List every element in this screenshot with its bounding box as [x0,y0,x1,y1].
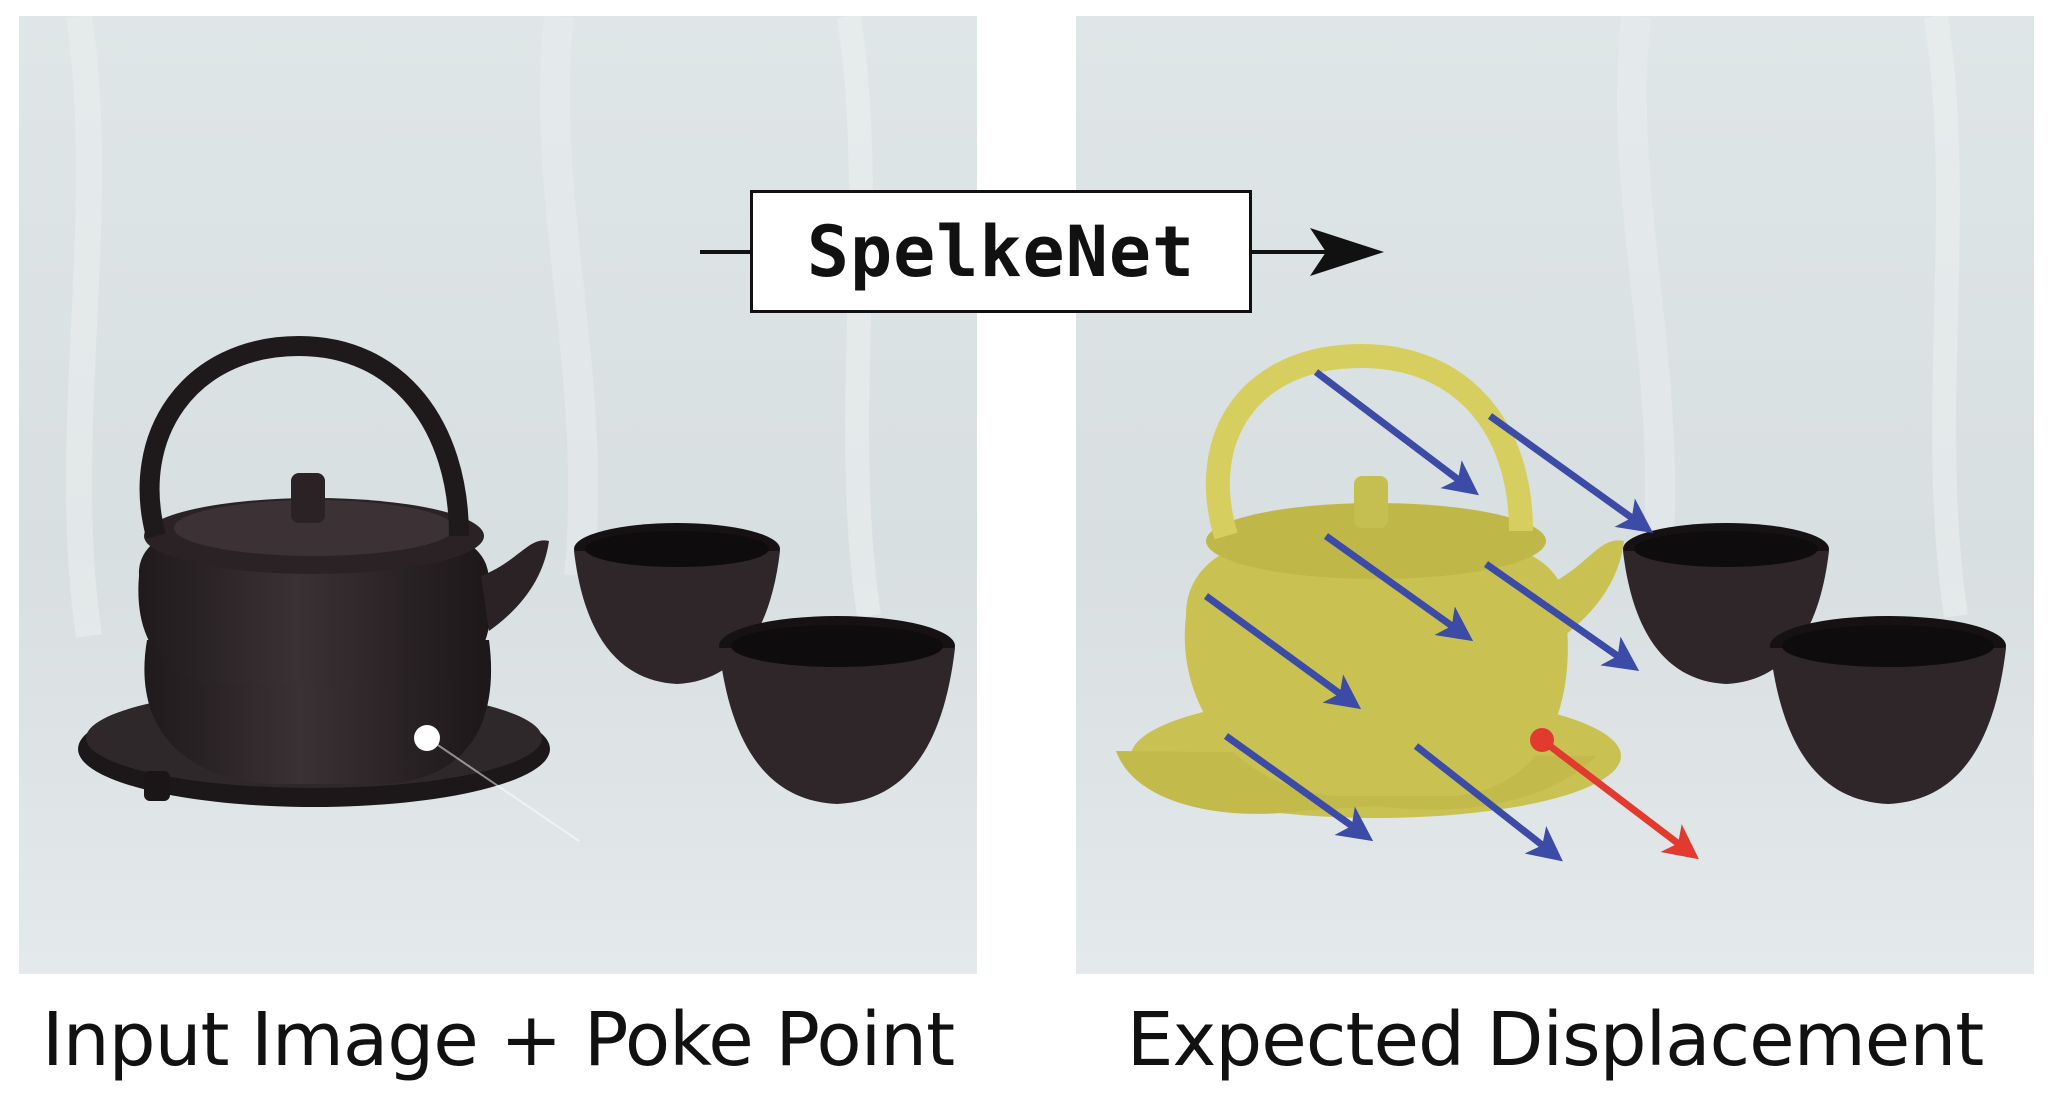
displacement-arrow [1203,593,1362,710]
input-image [19,16,977,974]
displacement-arrow [1323,533,1474,642]
displacement-arrow [1487,413,1654,534]
poke-arrow [1539,737,1699,860]
tea-cup-image [719,616,955,804]
displacement-arrow [1313,369,1479,496]
model-box: SpelkeNet [750,190,1252,313]
displacement-arrow [1483,561,1640,672]
displacement-arrow [1223,733,1374,842]
displacement-panel [1076,16,2034,974]
displacement-arrow [1413,743,1563,862]
input-image-caption: Input Image + Poke Point [41,997,955,1083]
model-label: SpelkeNet [806,210,1196,293]
input-image-panel [19,16,977,974]
teapot-segment-highlight [1116,343,1624,818]
poke-point-marker [414,725,440,751]
teapot-image [78,335,550,807]
tea-cup-image [1770,616,2006,804]
displacement-image [1076,16,2034,974]
displacement-caption: Expected Displacement [1126,997,1985,1083]
